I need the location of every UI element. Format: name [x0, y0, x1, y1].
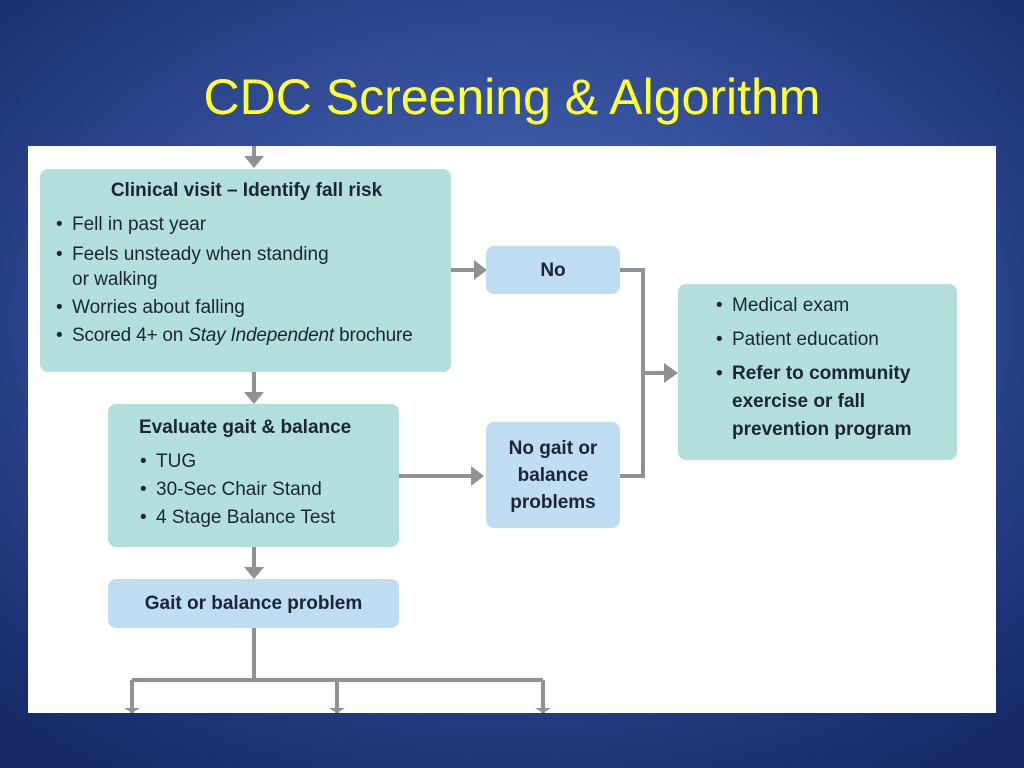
clinical-visit-list: Fell in past year Feels unsteady when st…	[56, 211, 437, 350]
arrowhead-evaluate	[244, 392, 264, 404]
list-item: Worries about falling	[56, 294, 437, 322]
list-item-continuation: or walking	[72, 269, 158, 290]
scored-suffix: brochure	[334, 325, 413, 346]
clinical-visit-box: Clinical visit – Identify fall risk Fell…	[40, 169, 451, 372]
referral-line-3: prevention program	[732, 419, 912, 440]
flowchart-panel: Clinical visit – Identify fall risk Fell…	[28, 146, 996, 713]
list-item: 4 Stage Balance Test	[140, 504, 387, 532]
arrowhead-branch-1	[124, 708, 140, 713]
arrowhead-gait	[244, 567, 264, 579]
arrowhead-no	[474, 260, 487, 280]
list-item: Feels unsteady when standing	[56, 242, 437, 267]
connector-lines	[124, 146, 678, 713]
no-box: No	[486, 246, 620, 294]
no-gait-line-3: problems	[510, 491, 596, 513]
referral-line-1: Refer to community	[732, 363, 911, 384]
list-item: Fell in past year	[56, 211, 437, 239]
list-item: Scored 4+ on Stay Independent brochure	[56, 322, 437, 350]
list-item: Patient education	[716, 326, 947, 354]
arrowhead-outcome	[664, 363, 678, 383]
scored-italic: Stay Independent	[188, 325, 334, 346]
scored-prefix: Scored 4+ on	[72, 325, 189, 346]
gait-problem-box: Gait or balance problem	[108, 579, 399, 628]
no-gait-line-2: balance	[517, 464, 589, 486]
edge-bracket	[620, 268, 645, 478]
referral-line-2: exercise or fall	[732, 391, 866, 412]
no-gait-line-1: No gait or	[508, 437, 598, 459]
list-item: TUG	[140, 448, 387, 476]
no-gait-label: No gait or balance problems	[486, 422, 620, 528]
no-label: No	[540, 259, 566, 281]
evaluate-gait-box: Evaluate gait & balance TUG 30-Sec Chair…	[108, 404, 399, 547]
arrowhead-branch-3	[535, 708, 551, 713]
list-item: 30-Sec Chair Stand	[140, 476, 387, 504]
evaluate-gait-title: Evaluate gait & balance	[139, 417, 352, 438]
no-gait-box: No gait or balance problems	[486, 422, 620, 528]
list-item-referral: Refer to community exercise or fall prev…	[716, 360, 947, 444]
outcome-list: Medical exam Patient education Refer to …	[716, 292, 947, 444]
list-item: Medical exam	[716, 292, 947, 320]
arrowhead-branch-2	[329, 708, 345, 713]
gait-problem-label: Gait or balance problem	[144, 593, 363, 614]
clinical-visit-title: Clinical visit – Identify fall risk	[110, 180, 383, 201]
arrowhead-entry	[244, 156, 264, 168]
arrowhead-nogait	[471, 466, 484, 486]
slide-title: CDC Screening & Algorithm	[203, 69, 821, 125]
evaluate-gait-list: TUG 30-Sec Chair Stand 4 Stage Balance T…	[140, 448, 387, 532]
outcome-box: Medical exam Patient education Refer to …	[678, 284, 957, 460]
